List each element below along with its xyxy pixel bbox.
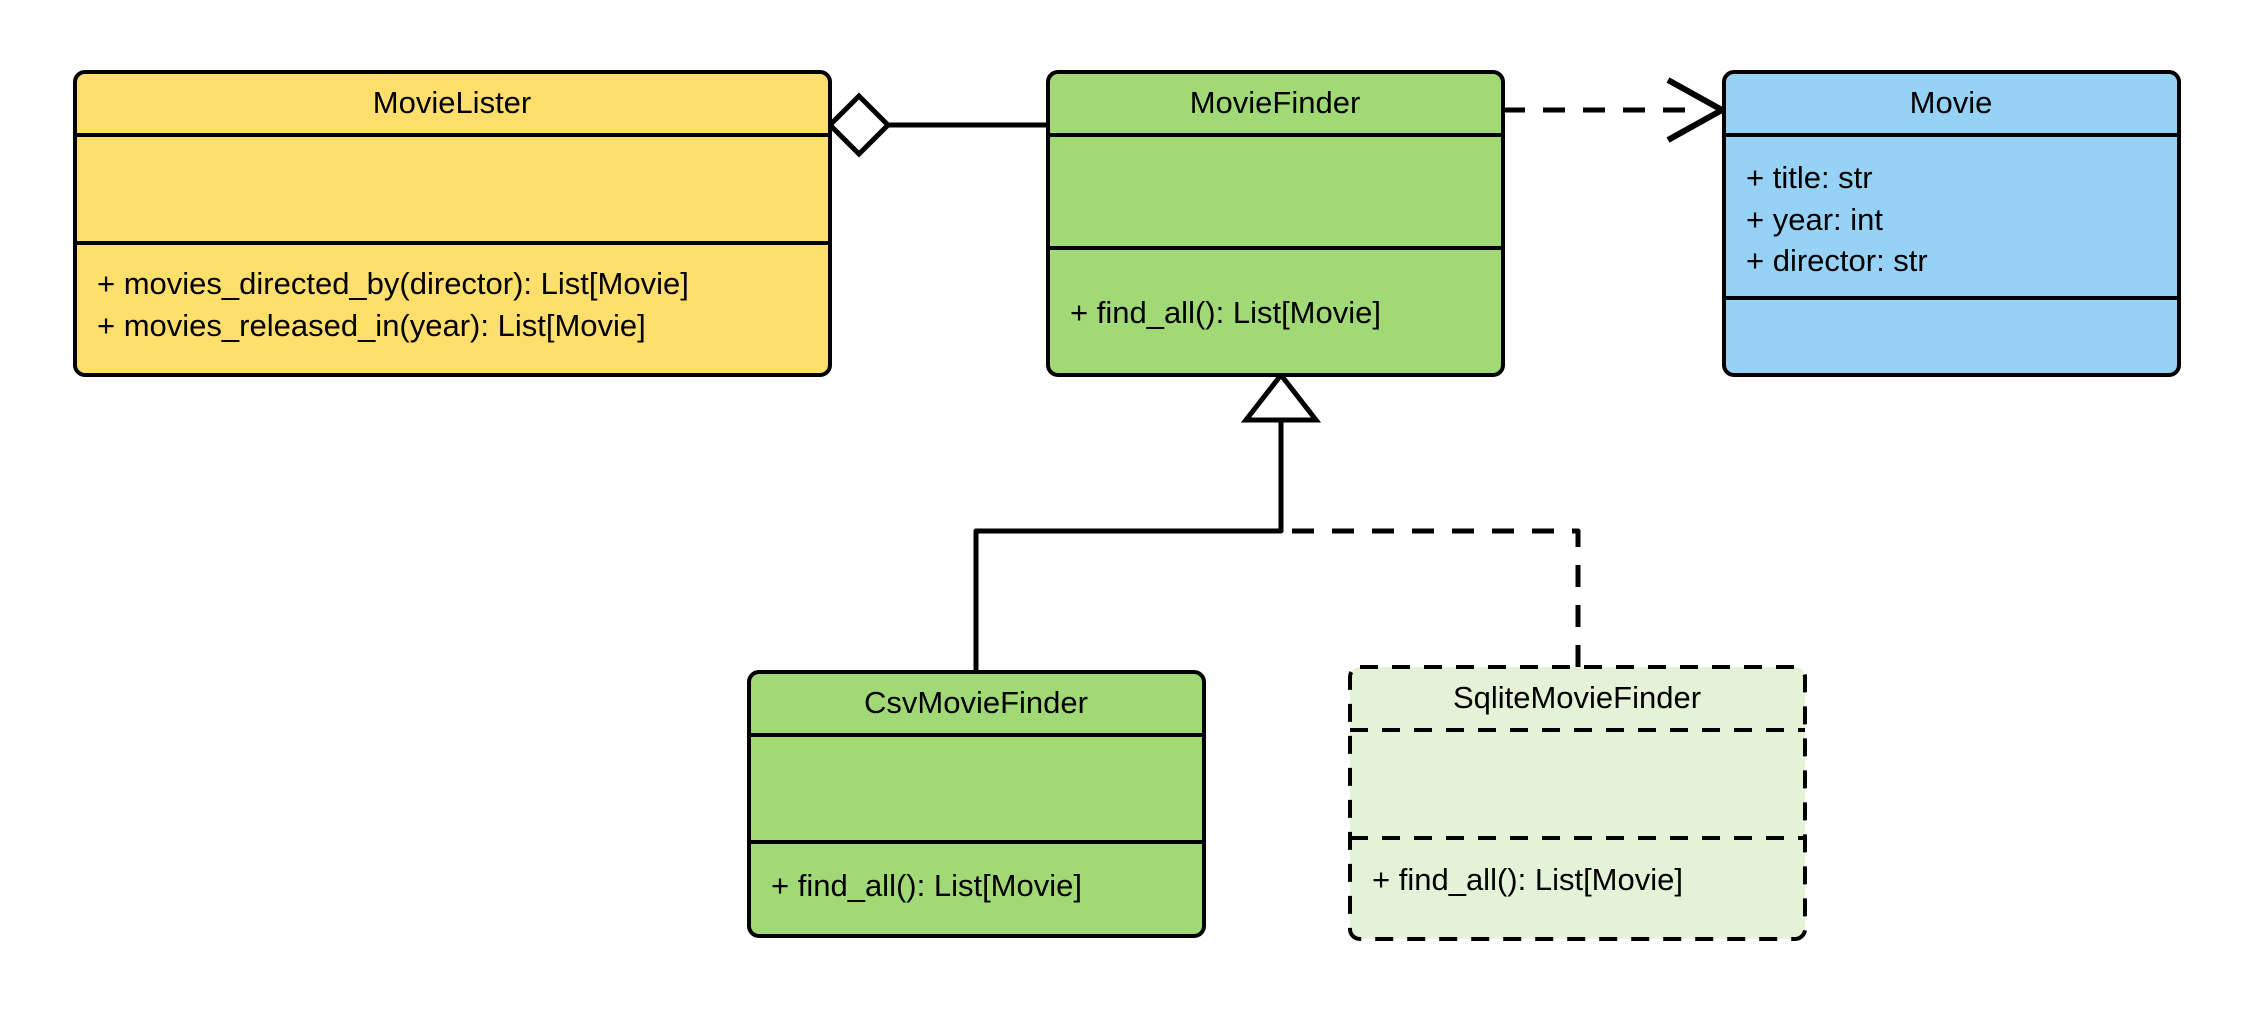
csv-movie-finder-method-0: + find_all(): List[Movie] <box>771 868 1082 903</box>
movie-lister-method-1: + movies_released_in(year): List[Movie] <box>97 308 646 343</box>
relation-inheritance-sqlite-finder[interactable] <box>1278 418 1581 667</box>
class-box-csv-movie-finder[interactable]: CsvMovieFinder + find_all(): List[Movie] <box>747 670 1206 938</box>
csv-movie-finder-frame <box>747 670 1206 938</box>
class-box-sqlite-movie-finder[interactable]: SqliteMovieFinder + find_all(): List[Mov… <box>1348 665 1807 941</box>
inheritance-line-csv <box>973 418 1284 672</box>
sqlite-movie-finder-method-0: + find_all(): List[Movie] <box>1372 862 1683 897</box>
sqlite-movie-finder-frame <box>1348 665 1807 941</box>
movie-lister-frame <box>73 70 832 377</box>
movie-lister-method-0: + movies_directed_by(director): List[Mov… <box>97 266 689 301</box>
movie-finder-frame <box>1046 70 1505 377</box>
movie-attribute-1: + year: int <box>1746 202 1883 237</box>
relation-inheritance-csv-finder[interactable] <box>973 418 1284 672</box>
movie-attribute-2: + director: str <box>1746 243 1928 278</box>
relation-aggregation-lister-finder[interactable] <box>826 92 1048 158</box>
class-box-movie-lister[interactable]: MovieLister + movies_directed_by(directo… <box>73 70 832 377</box>
sqlite-movie-finder-title: SqliteMovieFinder <box>1453 680 1701 715</box>
csv-movie-finder-title: CsvMovieFinder <box>864 685 1088 720</box>
movie-finder-method-0: + find_all(): List[Movie] <box>1070 295 1381 330</box>
movie-lister-title: MovieLister <box>373 85 532 120</box>
relation-dependency-finder-movie[interactable] <box>1503 77 1729 143</box>
class-box-movie[interactable]: Movie + title: str + year: int + directo… <box>1722 70 2181 377</box>
inheritance-line-sqlite <box>1278 418 1581 667</box>
movie-attribute-0: + title: str <box>1746 160 1873 195</box>
movie-title: Movie <box>1910 85 1993 120</box>
hollow-diamond-icon <box>826 92 892 158</box>
class-box-movie-finder[interactable]: MovieFinder + find_all(): List[Movie] <box>1046 70 1505 377</box>
movie-finder-title: MovieFinder <box>1190 85 1361 120</box>
hollow-triangle-icon <box>1240 370 1322 423</box>
